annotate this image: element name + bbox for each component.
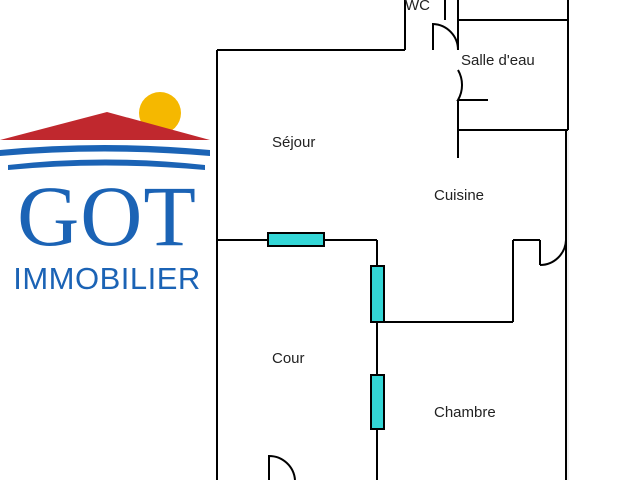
room-label-cuisine: Cuisine xyxy=(434,187,485,204)
door-salle-d-eau xyxy=(456,69,488,101)
room-label-salle-d-eau: Salle d'eau xyxy=(461,52,535,69)
roof-icon xyxy=(0,112,210,140)
window-cour-lower xyxy=(370,374,385,430)
wave-icon xyxy=(0,145,210,156)
window-cour-upper xyxy=(370,265,385,323)
window-sejour-cour xyxy=(267,232,325,247)
room-label-cour: Cour xyxy=(272,350,305,367)
doors xyxy=(268,22,567,480)
logo xyxy=(0,92,215,170)
windows xyxy=(267,232,385,430)
door-wc xyxy=(432,22,459,51)
brand-name: GOT xyxy=(17,168,197,264)
door-chambre xyxy=(539,239,567,266)
room-label-wc: WC xyxy=(405,0,430,14)
brand-tagline: IMMOBILIER xyxy=(13,261,201,296)
walls xyxy=(216,0,569,480)
room-label-sejour: Séjour xyxy=(272,134,316,151)
door-cour xyxy=(268,454,296,480)
sun-icon xyxy=(139,92,181,134)
wave-icon-2 xyxy=(8,159,205,170)
room-label-chambre: Chambre xyxy=(434,404,496,421)
